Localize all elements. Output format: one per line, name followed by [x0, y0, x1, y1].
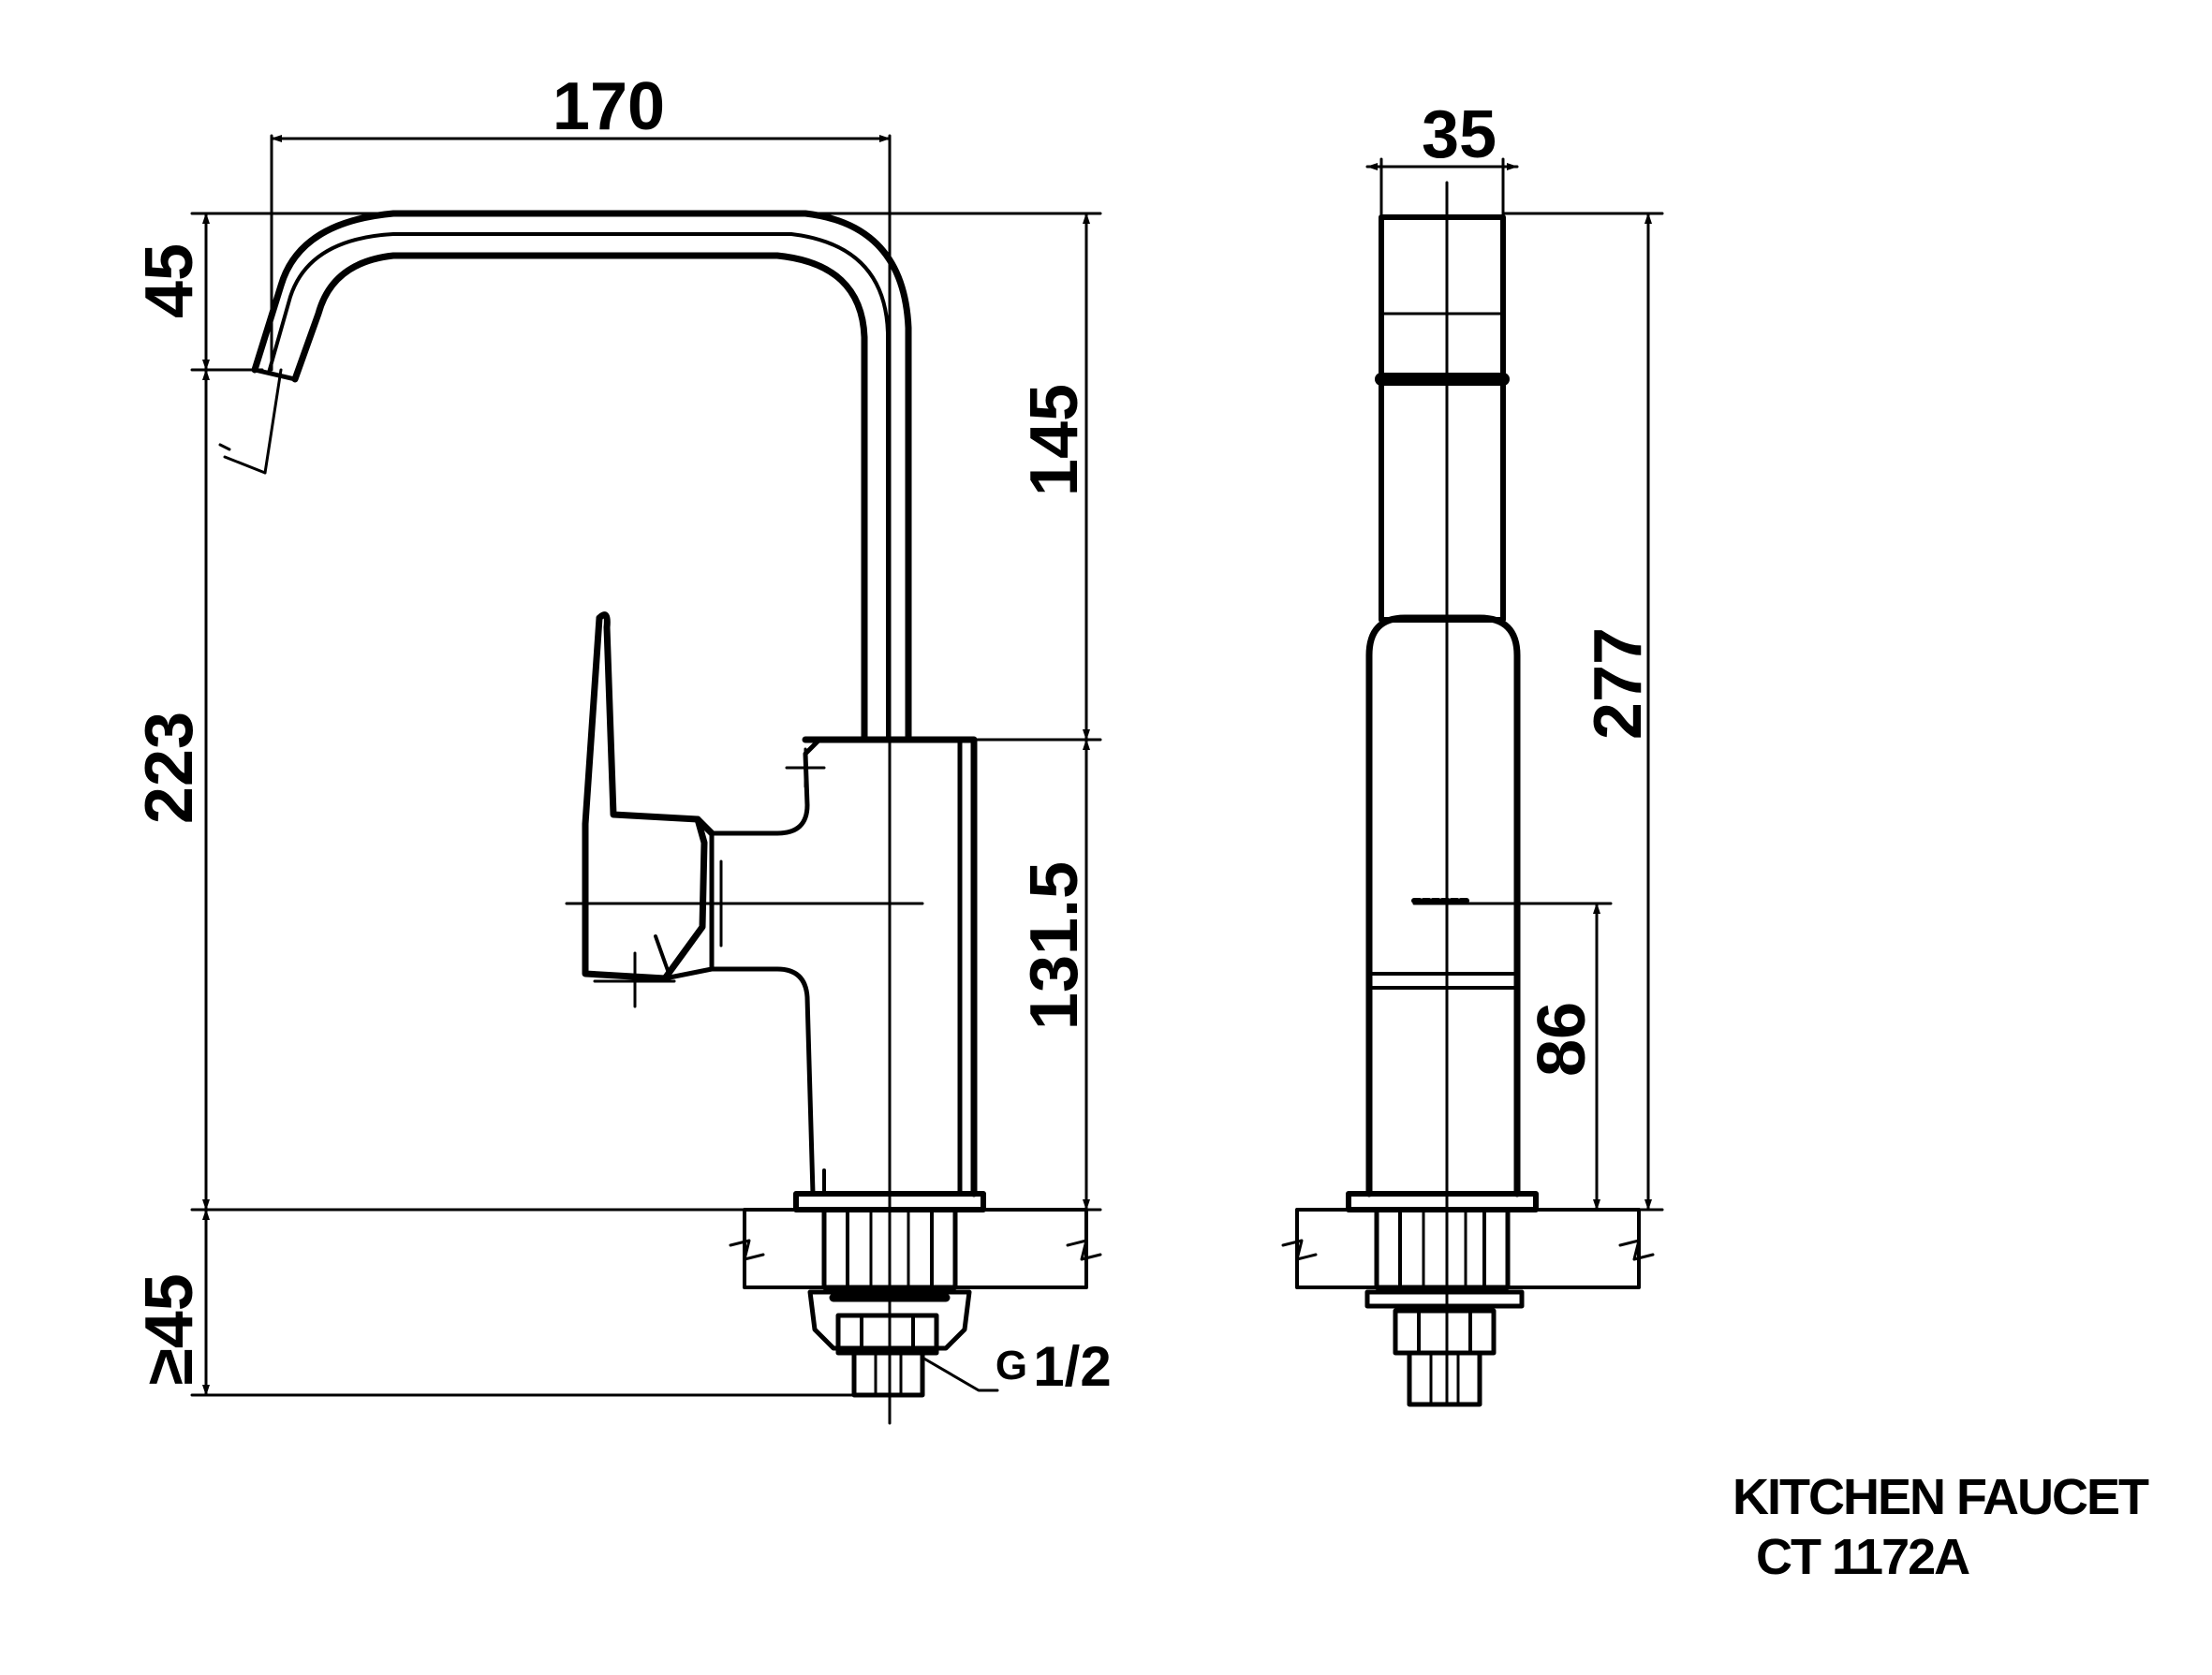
dim-handle-axis-height: 86 — [1525, 1002, 1600, 1077]
side-view: 35 277 86 — [1281, 97, 1664, 1407]
drawing-title: KITCHEN FAUCET — [1733, 1469, 2149, 1525]
side-mounting-hardware — [1364, 1207, 1525, 1407]
dim-spout-drop: 45 — [132, 243, 207, 318]
side-body — [1346, 614, 1539, 1212]
side-countertop-section — [1281, 1208, 1655, 1289]
side-spout — [1375, 214, 1510, 623]
dim-under-counter: ≥45 — [132, 1273, 207, 1386]
dim-side-total-height: 277 — [1581, 627, 1656, 740]
dim-total-height-front: 223 — [132, 712, 207, 824]
dim-spout-reach: 170 — [553, 69, 665, 144]
side-dimension-lines — [1365, 163, 1652, 1212]
faucet-body — [709, 736, 986, 1212]
spout — [218, 210, 912, 743]
front-extension-lines — [190, 134, 1102, 1397]
countertop-section — [729, 1208, 1102, 1289]
front-dimension-lines — [202, 135, 1090, 1397]
dim-spout-height: 145 — [1017, 384, 1092, 496]
thread-label-fraction: 1/2 — [1033, 1335, 1111, 1398]
mounting-hardware — [807, 1207, 999, 1398]
dim-side-width: 35 — [1422, 97, 1497, 172]
lever-handle — [582, 611, 723, 982]
model-number: CT 1172A — [1756, 1529, 1970, 1585]
dim-body-height: 131.5 — [1017, 861, 1092, 1030]
axis-lines — [565, 171, 924, 1425]
side-extension-lines — [1379, 157, 1664, 1212]
front-view: 170 45 223 ≥45 145 131.5 G 1/2 — [132, 69, 1112, 1425]
thread-label-g: G — [995, 1343, 1027, 1388]
